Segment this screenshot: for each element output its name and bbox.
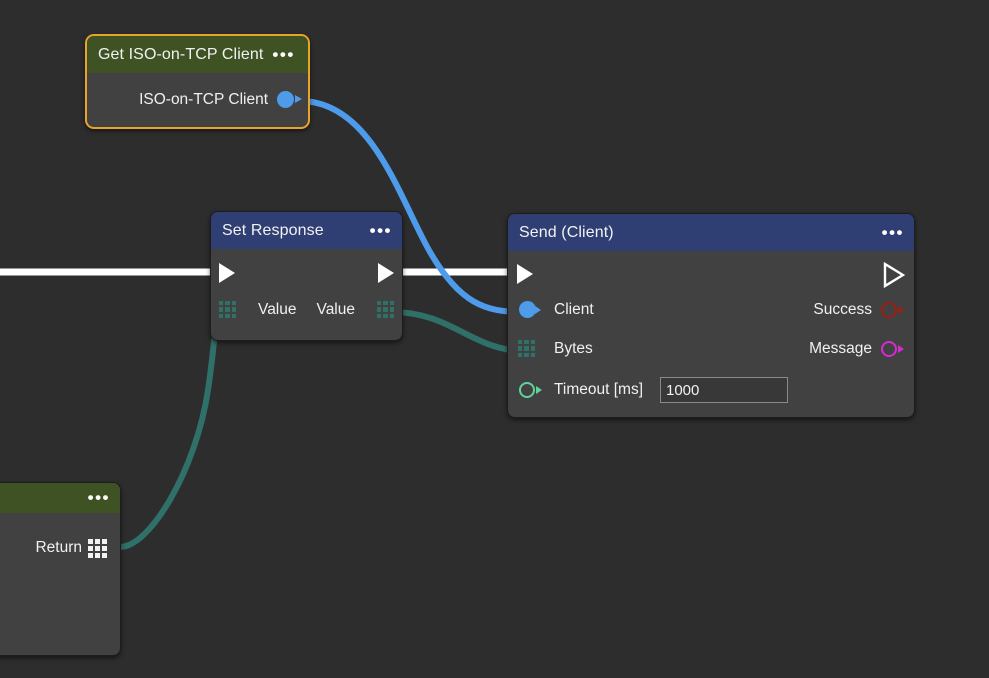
node-body: ISO-on-TCP Client	[87, 73, 308, 127]
exec-row	[508, 261, 914, 291]
node-header[interactable]: Set Response •••	[211, 212, 402, 249]
output-label: ISO-on-TCP Client	[139, 91, 268, 108]
pin-arrow-icon	[898, 306, 904, 314]
input-label-bytes: Bytes	[554, 340, 593, 357]
node-menu-icon[interactable]: •••	[87, 488, 110, 507]
output-row-iso-client: ISO-on-TCP Client	[87, 87, 308, 113]
exec-row	[211, 261, 402, 287]
input-label: Value	[258, 301, 297, 318]
output-label-message: Message	[809, 340, 872, 357]
exec-out-pin[interactable]	[883, 262, 905, 288]
bool-ring-pin[interactable]	[881, 302, 897, 318]
node-send-client[interactable]: Send (Client) ••• Client Success	[507, 213, 915, 418]
node-body: Value Value	[211, 249, 402, 340]
row-bytes-message: Bytes Message	[508, 336, 914, 362]
exec-out-pin[interactable]	[377, 262, 395, 284]
node-return[interactable]: ••• Return	[0, 482, 121, 656]
node-menu-icon[interactable]: •••	[881, 222, 904, 242]
timeout-input[interactable]	[660, 377, 788, 403]
output-label-success: Success	[813, 301, 872, 318]
array-grid-pin[interactable]	[88, 539, 107, 558]
exec-in-pin[interactable]	[516, 263, 534, 285]
row-client-success: Client Success	[508, 297, 914, 323]
node-header[interactable]: •••	[0, 483, 120, 513]
number-ring-pin[interactable]	[519, 382, 535, 398]
array-grid-pin-input[interactable]	[219, 301, 236, 318]
node-title: Send (Client)	[519, 223, 614, 241]
node-set-response[interactable]: Set Response ••• Value Value	[210, 211, 403, 341]
node-get-iso-on-tcp-client[interactable]: Get ISO-on-TCP Client ••• ISO-on-TCP Cli…	[85, 34, 310, 129]
output-label: Value	[316, 301, 356, 318]
node-body: Return	[0, 513, 120, 655]
output-row-return: Return	[0, 535, 120, 561]
node-menu-icon[interactable]: •••	[369, 220, 392, 240]
output-label-return: Return	[35, 539, 82, 556]
data-wire-return-to-value	[117, 309, 225, 550]
object-dot-pin[interactable]	[277, 91, 294, 108]
string-ring-pin[interactable]	[881, 341, 897, 357]
node-title: Get ISO-on-TCP Client	[98, 45, 264, 63]
node-menu-icon[interactable]: •••	[272, 44, 295, 64]
value-row: Value Value	[211, 297, 402, 323]
exec-in-pin[interactable]	[218, 262, 236, 284]
row-timeout: Timeout [ms]	[508, 376, 914, 404]
pin-arrow-icon	[535, 306, 541, 314]
node-body: Client Success Bytes Message Timeout [ms…	[508, 251, 914, 417]
data-wire-bytes	[389, 309, 523, 354]
pin-arrow-icon	[898, 345, 904, 353]
array-grid-pin[interactable]	[518, 340, 535, 357]
input-label-client: Client	[554, 301, 594, 318]
pin-arrow-icon	[536, 386, 542, 394]
input-label-timeout: Timeout [ms]	[554, 381, 643, 398]
array-grid-pin-output[interactable]	[377, 301, 394, 318]
node-header[interactable]: Get ISO-on-TCP Client •••	[87, 36, 308, 73]
pin-arrow-icon	[295, 95, 302, 103]
object-dot-pin[interactable]	[519, 301, 536, 318]
node-title: Set Response	[222, 221, 324, 239]
node-header[interactable]: Send (Client) •••	[508, 214, 914, 251]
